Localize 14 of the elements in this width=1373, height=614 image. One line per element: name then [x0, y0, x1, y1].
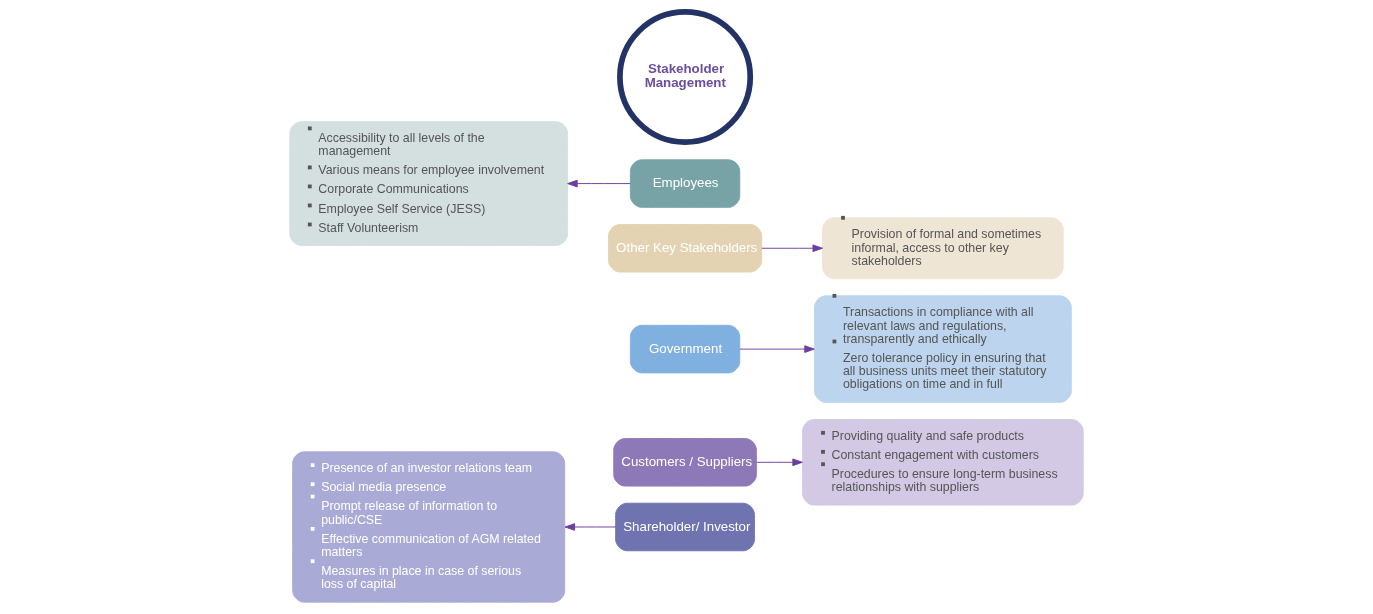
node-box: Shareholder/ Investor	[615, 502, 755, 552]
node-box: Government	[629, 324, 741, 374]
node-box: Employees	[629, 159, 741, 208]
node-box: Customers / Suppliers	[613, 438, 757, 487]
arrow	[567, 179, 631, 188]
node-box: Providing quality and safe products Constant engagement with customers Procedures to ensure long-term business relationships with suppliers	[802, 419, 1084, 506]
arrow	[739, 345, 815, 353]
node-circle: Stakeholder Management	[617, 9, 754, 146]
node-box: Accessibility to all levels of the management Various means for employee involvement Corporate Communications Employee Self Service (JESS) Staff Volunteerism	[289, 121, 569, 246]
node-box: Other Key Stakeholders	[608, 224, 763, 273]
arrow	[756, 458, 803, 467]
node-box: Presence of an investor relations team Social media presence Prompt release of information to public/CSE Effective communication of AGM related matters Measures in place in case of serious loss of capital	[292, 451, 566, 603]
arrow	[761, 244, 823, 253]
arrow	[564, 523, 616, 531]
